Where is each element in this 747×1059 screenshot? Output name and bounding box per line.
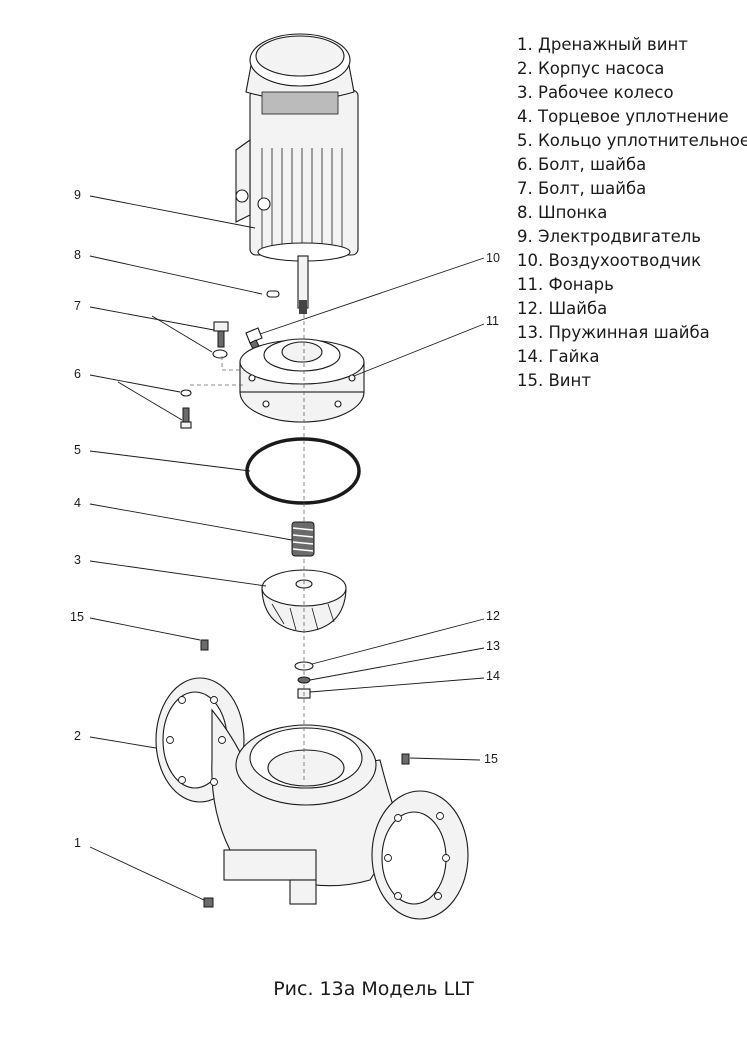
callout-15-left: 15 (70, 610, 84, 624)
callout-1: 1 (74, 836, 81, 850)
screw-15-left (200, 639, 209, 651)
legend-item: 8. Шпонка (517, 203, 608, 222)
guide-7 (221, 356, 244, 371)
legend-item: 10. Воздухоотводчик (517, 251, 702, 270)
callout-2: 2 (74, 729, 81, 743)
callout-15-right: 15 (484, 752, 498, 766)
shaft-key (266, 290, 280, 298)
legend-item: 3. Рабочее колесо (517, 83, 674, 102)
parts-legend: 1. Дренажный винт 2. Корпус насоса 3. Ра… (517, 33, 747, 393)
callout-12: 12 (486, 609, 500, 623)
legend-item: 6. Болт, шайба (517, 155, 647, 174)
leader-lines (89, 195, 485, 901)
figure-caption: Рис. 13a Модель LLT (273, 978, 474, 1000)
legend-item: 2. Корпус насоса (517, 59, 665, 78)
legend-item: 5. Кольцо уплотнительное (517, 131, 747, 150)
callout-11: 11 (486, 314, 499, 328)
callout-14: 14 (486, 669, 500, 683)
callout-9: 9 (74, 188, 81, 202)
lantern-bracket (239, 338, 365, 423)
callout-5: 5 (74, 443, 81, 457)
o-ring (245, 437, 361, 505)
legend-item: 1. Дренажный винт (517, 35, 688, 54)
callout-13: 13 (486, 639, 500, 653)
callout-numbers: 9 8 10 7 11 6 5 4 3 15 12 13 14 2 15 1 (70, 188, 500, 850)
legend-item: 14. Гайка (517, 347, 600, 366)
legend-item: 7. Болт, шайба (517, 179, 647, 198)
electric-motor (235, 33, 359, 314)
callout-4: 4 (74, 496, 81, 510)
callout-8: 8 (74, 248, 81, 262)
legend-item: 9. Электродвигатель (517, 227, 702, 246)
legend-item: 13. Пружинная шайба (517, 323, 710, 342)
mechanical-seal (291, 521, 315, 557)
pump-casing (155, 677, 469, 920)
bolt-washer-6 (180, 389, 192, 429)
legend-item: 11. Фонарь (517, 275, 614, 294)
callout-10: 10 (486, 251, 500, 265)
bolt-washer-7 (212, 321, 229, 359)
callout-7: 7 (74, 299, 81, 313)
drain-screw (203, 897, 214, 908)
callout-6: 6 (74, 367, 81, 381)
screw-15-right (401, 753, 410, 765)
legend-item: 4. Торцевое уплотнение (517, 107, 729, 126)
callout-3: 3 (74, 553, 81, 567)
legend-item: 12. Шайба (517, 299, 608, 318)
legend-item: 15. Винт (517, 371, 591, 390)
